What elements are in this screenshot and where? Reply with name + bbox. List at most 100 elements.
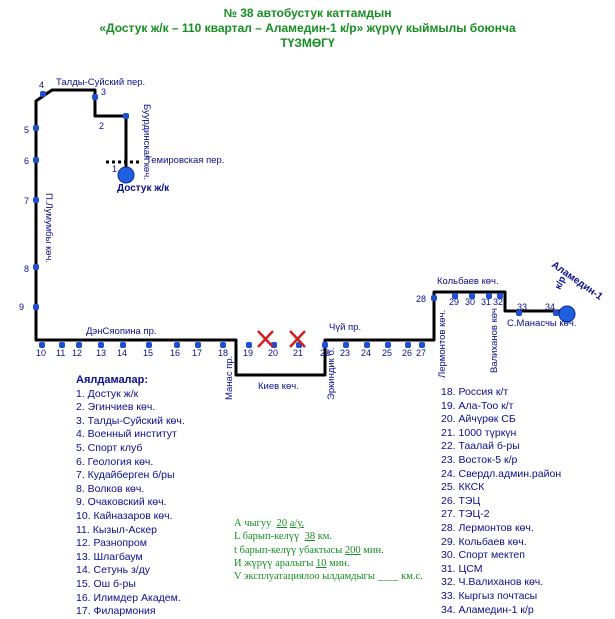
stop-marker-32 (497, 293, 503, 299)
street-densyaopina: ДэнСяопина пр. (86, 326, 157, 337)
street-taldy-suyskiy: Талды-Суйский пер. (56, 77, 145, 88)
terminal-alamedin (558, 305, 576, 323)
stop-number-33: 33 (517, 302, 527, 312)
closed-stop-cross-20 (257, 330, 274, 348)
stop-marker-10 (39, 342, 45, 348)
title-line-3: ТҮЗМӨГҮ (280, 36, 335, 50)
stop-marker-9 (33, 304, 39, 310)
stop-number-16: 16 (170, 348, 180, 358)
info-row-v: V эксплуатациялоо ылдамдыгы ____ км.с. (234, 570, 423, 583)
stop-marker-33 (516, 310, 522, 316)
info-l-label: L барып-келүү (234, 531, 300, 543)
stop-number-3: 3 (101, 87, 106, 97)
street-kolbaev: Кольбаев көч. (437, 276, 499, 287)
info-row-i: И жүрүү аралыгы 10 мин. (234, 557, 423, 570)
stop-number-27: 27 (416, 348, 426, 358)
stop-number-6: 6 (24, 156, 29, 166)
info-t-unit: мин. (363, 544, 384, 556)
stop-list-item: 8. Волков көч. (76, 482, 145, 495)
stop-list-item: 12. Разнопром (76, 537, 147, 550)
stop-number-7: 7 (24, 196, 29, 206)
stop-list-item: 34. Аламедин-1 к/р (441, 603, 534, 616)
info-a-unit: а/у. (289, 518, 305, 529)
info-i-label: И жүрүү аралыгы (234, 557, 314, 569)
stop-number-29: 29 (449, 297, 459, 307)
stop-list-item: 18. Россия к/т (441, 386, 509, 398)
stop-marker-11 (59, 342, 65, 348)
stop-number-24: 24 (361, 348, 371, 358)
terminal-label-dostuk: Достук ж/к (117, 183, 170, 194)
stop-list-item: 24. Свердл.админ.район (441, 467, 562, 480)
stop-list-item: 22. Таалай б-ры (441, 440, 520, 453)
street-lumumby: П.Лумумбы көч. (43, 193, 54, 263)
stop-list-item: 10. Кайназаров көч. (76, 509, 173, 522)
stop-number-9: 9 (19, 302, 24, 312)
stop-number-1: 1 (112, 164, 117, 174)
stop-marker-17 (195, 342, 201, 348)
stop-list-item: 32. Ч.Валиханов көч. (441, 576, 544, 589)
stop-number-12: 12 (72, 348, 82, 358)
route-line (34, 88, 566, 377)
stop-list-item: 23. Восток-5 к/р (441, 453, 518, 466)
stop-marker-15 (146, 342, 152, 348)
stop-list-item: 1. Достук ж/к (76, 387, 139, 400)
stop-list-item: 17. Филармония (76, 605, 156, 618)
stop-number-20: 20 (268, 348, 278, 358)
stop-marker-25 (385, 342, 391, 348)
stop-number-8: 8 (24, 264, 29, 274)
stop-number-5: 5 (24, 125, 29, 135)
stop-marker-4 (40, 91, 46, 97)
stop-list-item: 11. Кызыл-Аскер (76, 523, 158, 536)
stop-marker-3 (92, 94, 98, 100)
stop-marker-34 (553, 310, 559, 316)
stop-number-31: 31 (481, 297, 491, 307)
route-info: А чыгуу 20 а/у. L барып-келүү 38 км. t б… (234, 517, 423, 583)
stop-marker-22 (322, 342, 328, 348)
stop-number-15: 15 (143, 348, 153, 358)
stop-number-23: 23 (340, 348, 350, 358)
stop-marker-12 (76, 342, 82, 348)
stop-list-item: 29. Кольбаев көч. (441, 535, 527, 548)
stop-marker-13 (98, 342, 104, 348)
stop-list-item: 28. Лермонтов көч. (441, 521, 534, 534)
stop-marker-29 (452, 293, 458, 299)
stop-number-10: 10 (36, 348, 46, 358)
stop-number-26: 26 (402, 348, 412, 358)
stop-number-4: 4 (39, 80, 44, 90)
stop-marker-31 (486, 293, 492, 299)
stop-marker-8 (33, 264, 39, 270)
stop-list-item: 27. ТЭЦ-2 (441, 508, 490, 521)
info-l-unit: км. (317, 531, 333, 543)
stop-number-30: 30 (465, 297, 475, 307)
info-i-value: 10 (316, 557, 327, 569)
stop-number-28: 28 (416, 294, 426, 304)
stop-list-item: 30. Спорт мектеп (441, 549, 525, 562)
street-s-manaschy: С.Манасчы көч. (507, 318, 576, 329)
stop-list-item: 19. Ала-Тоо к/т (441, 399, 514, 412)
stop-marker-2 (123, 113, 129, 119)
info-row-t: t барып-келүү убактысы 200 мин. (234, 544, 423, 557)
stop-number-25: 25 (382, 348, 392, 358)
info-v-unit: км.с. (401, 571, 423, 583)
closed-stop-cross-21 (289, 330, 306, 348)
stop-number-14: 14 (117, 348, 127, 358)
info-row-a: А чыгуу 20 а/у. (234, 517, 423, 530)
street-erkindik: Эркиндик б. (326, 347, 337, 400)
stop-number-22: 22 (320, 348, 330, 358)
stop-list-item: 2. Эгинчиев көч. (76, 401, 156, 414)
terminal-label-alamedin-kr: к/р (553, 274, 569, 291)
stop-marker-5 (33, 125, 39, 131)
stop-list-item: 14. Сетунь з/ду (76, 564, 151, 577)
stop-list-item: 21. 1000 түркүн (441, 426, 517, 439)
stop-number-13: 13 (96, 348, 106, 358)
stop-number-34: 34 (545, 302, 555, 312)
stop-marker-23 (343, 342, 349, 348)
stop-list-item: 25. ККСК (441, 481, 485, 494)
info-a-label: А чыгуу (234, 518, 272, 529)
stop-number-11: 11 (56, 348, 65, 358)
stops-list-title: Аялдамалар: (76, 374, 149, 386)
stop-marker-28 (431, 295, 437, 301)
stop-list-item: 4. Военный институт (76, 428, 177, 441)
